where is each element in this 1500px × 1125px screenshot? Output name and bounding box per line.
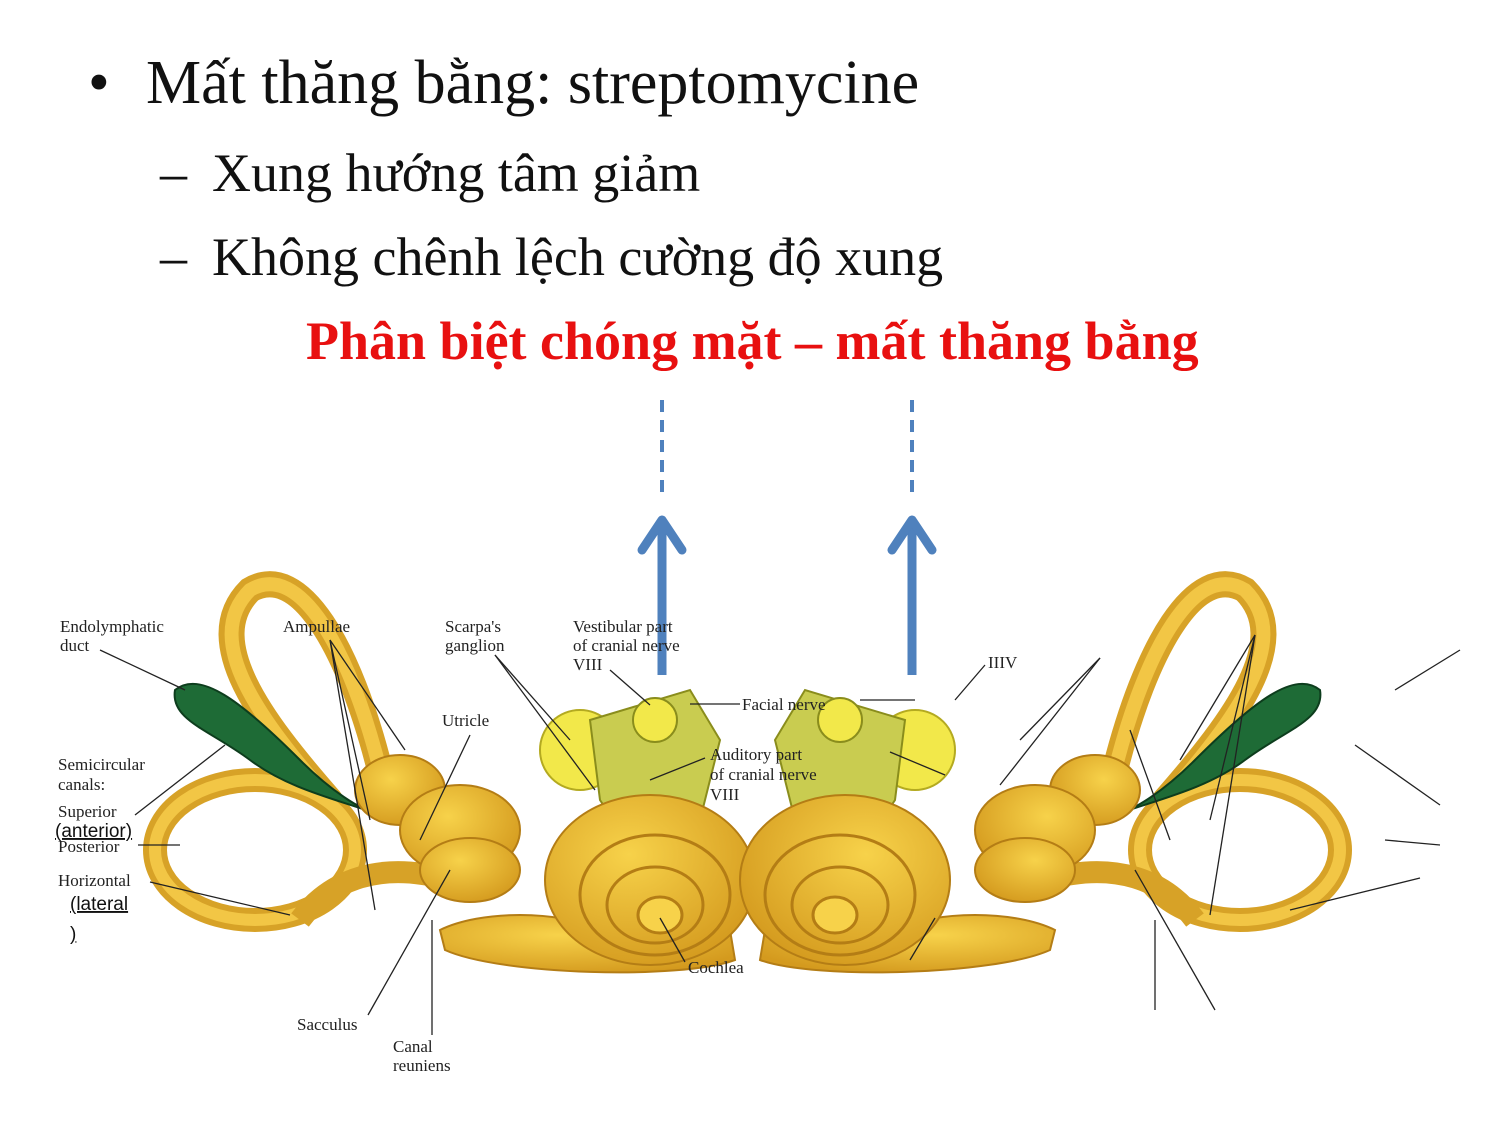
- label-facial-nerve: Facial nerve: [742, 695, 826, 714]
- sub-bullet-marker: –: [160, 143, 187, 203]
- label-mirror-viii: IIIV: [988, 653, 1018, 672]
- highlight-title: Phân biệt chóng mặt – mất thăng bằng: [306, 311, 1199, 371]
- label-posterior: Posterior: [58, 837, 120, 856]
- label-ampullae: Ampullae: [283, 617, 350, 636]
- bullet-main-text: Mất thăng bằng: streptomycine: [146, 49, 920, 117]
- label-auditory-1: Auditory part: [710, 745, 802, 764]
- label-endolymphatic-2: duct: [60, 636, 90, 655]
- label-superior: Superior: [58, 802, 117, 821]
- label-semicircular-1: Semicircular: [58, 755, 145, 774]
- label-cochlea: Cochlea: [688, 958, 744, 977]
- label-vestibular-2: of cranial nerve: [573, 636, 680, 655]
- label-auditory-2: of cranial nerve: [710, 765, 817, 784]
- sub-bullet-marker: –: [160, 227, 187, 287]
- sub-bullet-1: –Xung hướng tâm giảm: [160, 142, 700, 204]
- label-canal-1: Canal: [393, 1037, 433, 1056]
- arrow-right: [887, 515, 937, 675]
- sub-bullet-2: –Không chênh lệch cường độ xung: [160, 226, 943, 288]
- leader-lines-right: [860, 634, 1461, 1011]
- label-scarpa-2: ganglion: [445, 636, 505, 655]
- label-lateral-1: (lateral: [70, 894, 128, 915]
- label-canal-2: reuniens: [393, 1056, 451, 1075]
- label-semicircular-2: canals:: [58, 775, 105, 794]
- bullet-main: • Mất thăng bằng: streptomycine: [88, 48, 919, 119]
- label-vestibular-3: VIII: [573, 655, 603, 674]
- leader-lines-left: [99, 639, 740, 1035]
- label-anterior: (anterior): [55, 821, 132, 842]
- label-scarpa-1: Scarpa's: [445, 617, 501, 636]
- bullet-marker: •: [88, 49, 110, 117]
- sub-bullet-text: Không chênh lệch cường độ xung: [212, 227, 944, 287]
- label-utricle: Utricle: [442, 711, 489, 730]
- label-auditory-3: VIII: [710, 785, 740, 804]
- sub-bullet-text: Xung hướng tâm giảm: [212, 143, 701, 203]
- label-endolymphatic-1: Endolymphatic: [60, 617, 164, 636]
- label-sacculus: Sacculus: [297, 1015, 357, 1034]
- arrow-left: [637, 515, 687, 675]
- label-horizontal: Horizontal: [58, 871, 131, 890]
- label-lateral-2: ): [70, 924, 76, 945]
- label-vestibular-1: Vestibular part: [573, 617, 673, 636]
